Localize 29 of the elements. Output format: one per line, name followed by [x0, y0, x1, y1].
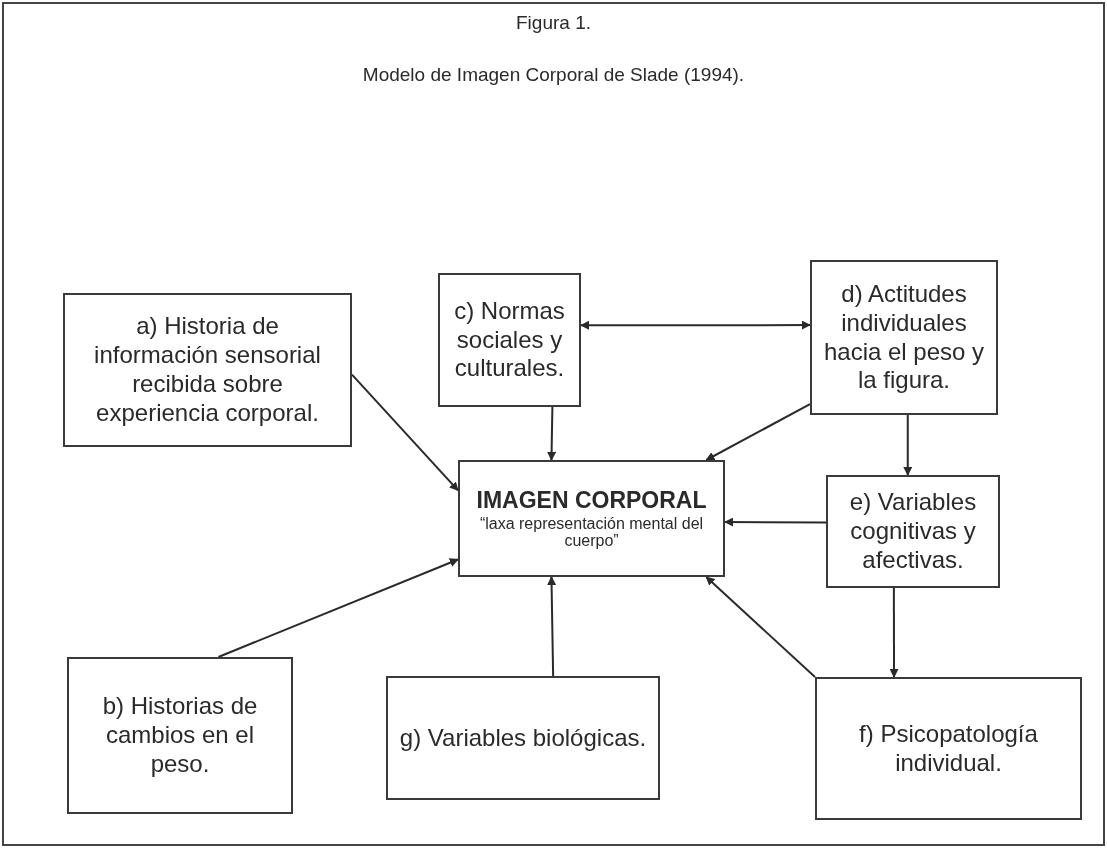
arrow: [217, 558, 459, 658]
arrow: [705, 403, 811, 461]
factor-box: [810, 260, 998, 415]
figure-caption: Modelo de Imagen Corporal de Slade (1994).: [361, 64, 746, 86]
box-label: d) Actitudes individuales hacia el peso y la figura.: [822, 279, 986, 396]
box-label: f) Psicopatología individual.: [858, 719, 1039, 778]
box-label: b) Historias de cambios en el peso.: [101, 692, 259, 779]
box-label: c) Normas sociales y culturales.: [453, 296, 566, 384]
factor-box: [815, 677, 1082, 820]
arrow: [705, 576, 816, 678]
central-concept-box: [458, 460, 725, 577]
figure-title: Figura 1.: [515, 12, 592, 34]
box-label: IMAGEN CORPORAL: [476, 487, 707, 515]
factor-box: [63, 293, 352, 447]
arrow: [903, 414, 913, 476]
arrow: [547, 576, 557, 677]
arrow: [889, 587, 899, 678]
arrow: [724, 517, 827, 527]
arrow: [351, 373, 459, 492]
box-subtitle: “laxa representación mental del cuerpo”: [478, 514, 705, 550]
factor-box: [386, 676, 660, 800]
factor-box: [826, 475, 1000, 588]
arrow: [547, 406, 557, 461]
box-label: e) Variables cognitivas y afectivas.: [848, 488, 978, 575]
factor-box: [67, 657, 293, 814]
box-label: g) Variables biológicas.: [399, 723, 647, 753]
factor-box: [438, 273, 581, 407]
arrow: [580, 320, 811, 330]
box-label: a) Historia de información sensorial recibida sobre experiencia corporal.: [93, 312, 322, 428]
